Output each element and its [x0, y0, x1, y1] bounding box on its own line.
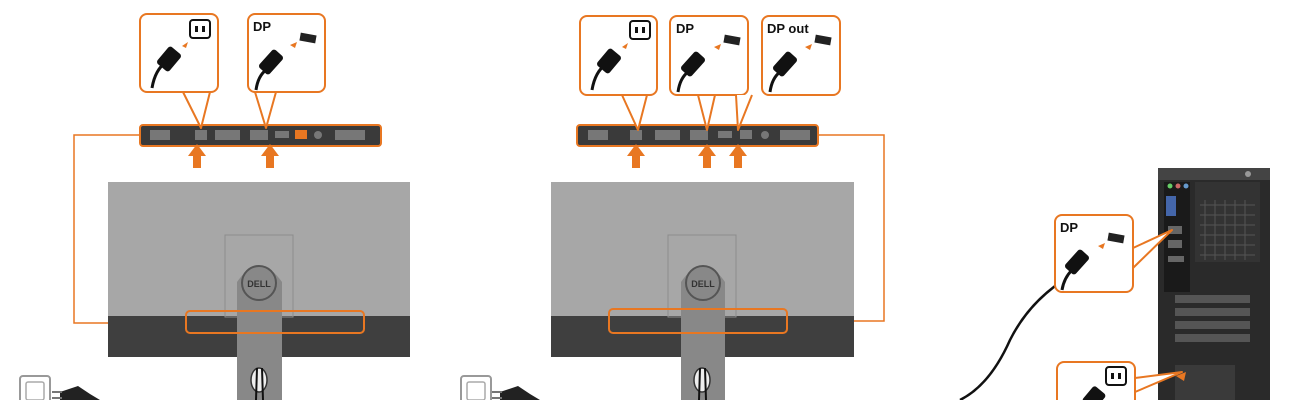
power-socket-icon — [629, 20, 651, 40]
displayport-plug-icon — [254, 49, 283, 91]
up-arrow-icon — [261, 144, 279, 168]
wall-outlet-1 — [19, 375, 100, 405]
callout-dp-1: DP — [247, 13, 326, 129]
up-arrow-icon — [627, 144, 645, 168]
dp-label: DP — [676, 21, 694, 36]
dp-label: DP — [1060, 220, 1078, 235]
callout-dp-pc: DP — [1054, 214, 1173, 293]
dell-logo: DELL — [691, 279, 715, 289]
displayport-port-icon — [814, 34, 832, 46]
monitor-2: DELL — [551, 124, 885, 401]
displayport-plug-icon — [768, 51, 797, 93]
dell-logo: DELL — [247, 279, 271, 289]
displayport-plug-icon — [676, 51, 705, 93]
displayport-port-icon — [1107, 232, 1125, 244]
wall-outlet-icon — [19, 375, 51, 405]
callout-power-2 — [579, 15, 658, 131]
power-plug-icon — [52, 386, 100, 400]
callout-dp-out: DP out — [735, 15, 841, 131]
power-plug-icon — [150, 46, 181, 89]
callout-dp-2: DP — [669, 15, 749, 131]
dp-label: DP — [253, 19, 271, 34]
power-socket-icon — [189, 19, 211, 39]
up-arrow-icon — [188, 144, 206, 168]
up-arrow-icon — [698, 144, 716, 168]
power-plug-icon — [492, 386, 540, 400]
power-socket-icon — [1105, 366, 1127, 386]
up-arrow-icon — [729, 144, 747, 168]
desktop-tower — [1158, 168, 1270, 405]
displayport-port-icon — [723, 34, 741, 46]
dp-out-label: DP out — [767, 21, 809, 36]
callout-power-pc — [1056, 361, 1186, 405]
power-plug-icon — [590, 48, 621, 91]
wall-outlet-2 — [460, 375, 540, 405]
callout-power-1 — [139, 13, 219, 129]
displayport-port-icon — [299, 32, 317, 44]
wall-outlet-icon — [460, 375, 492, 405]
displayport-plug-icon — [1060, 249, 1089, 291]
monitor-1: DELL — [73, 124, 410, 401]
